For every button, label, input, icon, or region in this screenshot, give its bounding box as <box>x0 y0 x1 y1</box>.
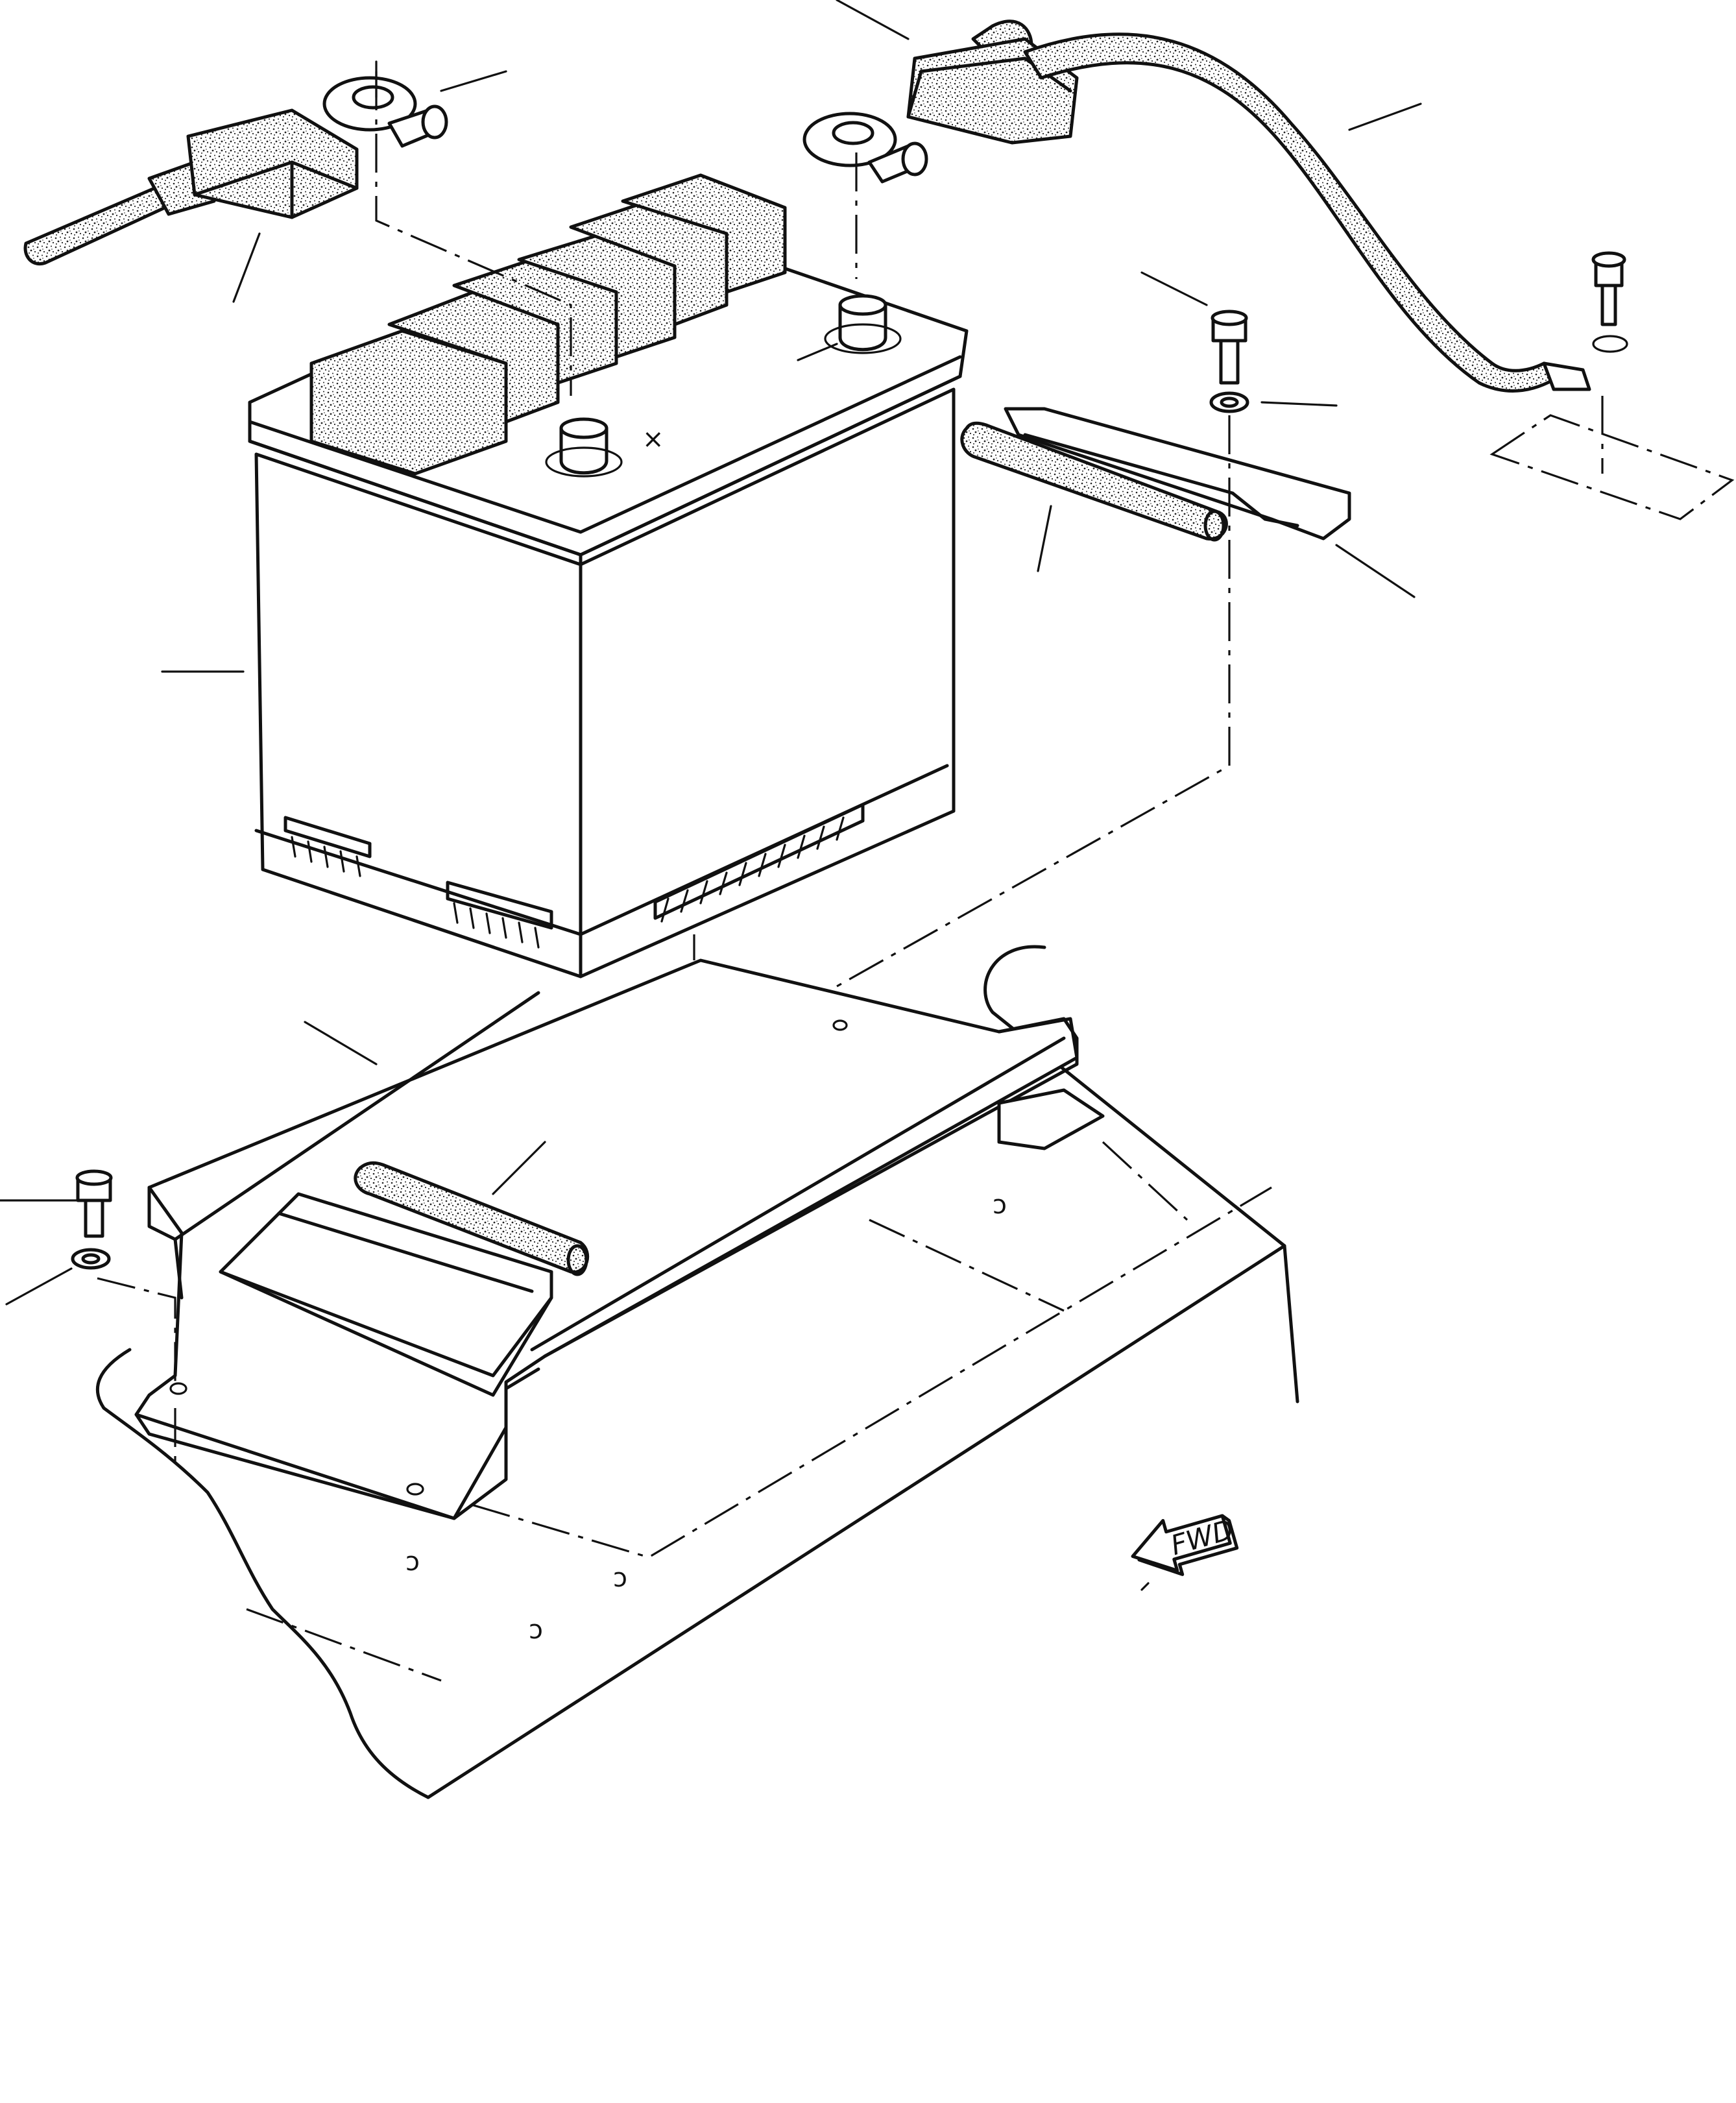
svg-text:ɔ: ɔ <box>405 1547 420 1577</box>
hold-down-clamp <box>960 407 1351 542</box>
frame-mounting-hole: ɔ <box>529 1615 543 1645</box>
positive-battery-cable <box>802 19 1735 520</box>
battery-vent-grille <box>446 881 553 949</box>
positive-terminal-post <box>824 294 902 354</box>
hold-down-bolt <box>1209 310 1249 413</box>
cable-terminal-clamp <box>802 112 928 184</box>
battery-vent-grille <box>283 816 372 877</box>
fwd-label: FWD <box>1167 1513 1237 1561</box>
svg-text:ɔ: ɔ <box>529 1615 543 1645</box>
negative-terminal-post <box>545 417 623 478</box>
frame-mounting-hole: ɔ <box>993 1190 1007 1220</box>
tray-bolt <box>71 1169 113 1270</box>
frame-mounting-hole: ɔ <box>405 1547 420 1577</box>
battery: × <box>248 173 969 979</box>
callout-leaders <box>0 0 1422 1591</box>
svg-text:ɔ: ɔ <box>613 1563 627 1593</box>
ground-mount-outline <box>1489 414 1735 520</box>
battery-tray <box>134 958 1105 1520</box>
negative-battery-cable <box>23 76 448 265</box>
svg-text:ɔ: ɔ <box>993 1190 1007 1220</box>
ground-bolt <box>1591 251 1628 353</box>
battery-vent-grille <box>653 803 865 923</box>
frame-mounting-hole: ɔ <box>613 1563 627 1593</box>
cable-terminal-clamp <box>322 76 448 148</box>
assembly-centerlines <box>97 71 1231 1466</box>
forward-arrow-icon <box>1131 1514 1232 1572</box>
forward-direction-arrow: FWD <box>1131 1513 1239 1576</box>
terminal-mark: × <box>642 424 664 454</box>
